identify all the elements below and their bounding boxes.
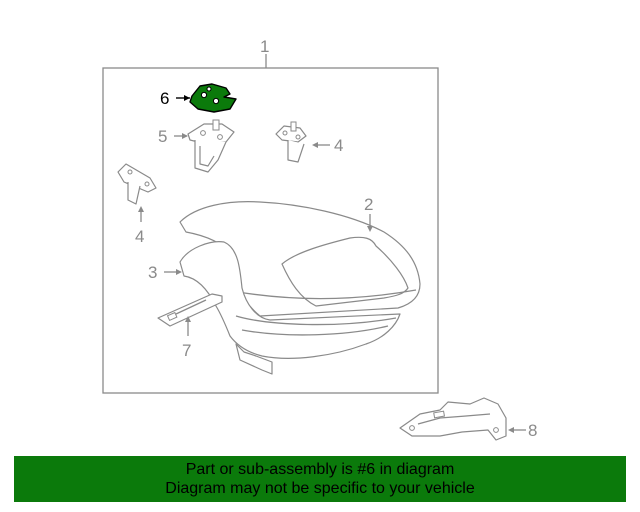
part-6-bracket[interactable] xyxy=(189,83,237,113)
part-4-hinge-right[interactable] xyxy=(275,121,307,163)
callout-2-label[interactable]: 2 xyxy=(364,195,373,214)
part-7-strip[interactable] xyxy=(157,293,223,327)
assembly-frame xyxy=(102,67,439,394)
banner-line-1: Part or sub-assembly is #6 in diagram xyxy=(185,461,455,478)
callout-4b-label[interactable]: 4 xyxy=(135,227,144,246)
callout-6-arrow xyxy=(184,95,190,101)
callout-8-arrow xyxy=(508,427,514,433)
callout-8-label[interactable]: 8 xyxy=(528,421,537,440)
callout-4a-arrow xyxy=(312,142,318,148)
banner-line-2: Diagram may not be specific to your vehi… xyxy=(165,480,475,497)
part-8-bracket[interactable] xyxy=(399,397,507,441)
callout-1-label[interactable]: 1 xyxy=(260,37,269,56)
part-5-hinge[interactable] xyxy=(187,119,235,173)
callout-3-arrow xyxy=(176,269,182,275)
callout-4a-label[interactable]: 4 xyxy=(334,136,343,155)
callout-7-label[interactable]: 7 xyxy=(182,341,191,360)
callout-2-arrow xyxy=(367,226,373,232)
part-4-hinge-left[interactable] xyxy=(117,163,157,205)
callout-6-label[interactable]: 6 xyxy=(160,89,169,108)
callout-3-label[interactable]: 3 xyxy=(148,263,157,282)
callout-5-label[interactable]: 5 xyxy=(158,127,167,146)
part-3-body-shell[interactable] xyxy=(179,241,401,375)
callout-7-arrow xyxy=(185,316,191,322)
info-banner: Part or sub-assembly is #6 in diagram Di… xyxy=(14,456,626,502)
callout-4b-arrow xyxy=(138,206,144,212)
callout-5-arrow xyxy=(182,133,188,139)
